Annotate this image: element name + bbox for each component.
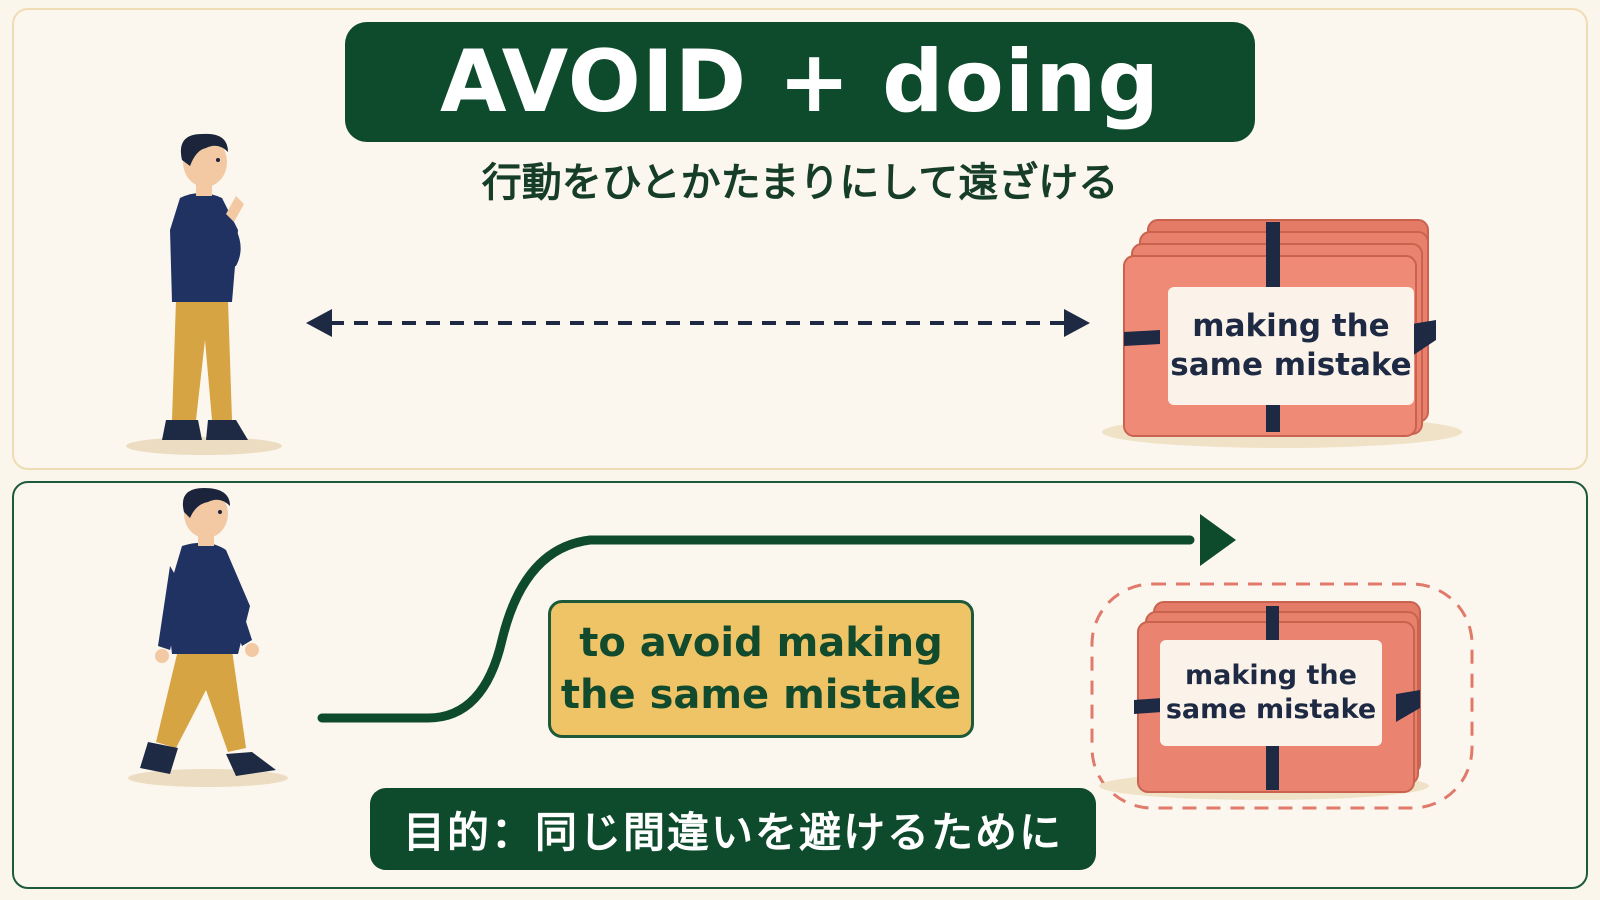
package-label-bottom: making the same mistake xyxy=(1160,640,1382,746)
title: AVOID + doing xyxy=(439,32,1161,132)
subtitle: 行動をひとかたまりにして遠ざける xyxy=(481,160,1119,206)
avoid-path-arrow xyxy=(317,514,1236,723)
package-label-top-line1: making the xyxy=(1192,308,1390,345)
purpose-text: 目的：同じ間違いを避けるために xyxy=(402,807,1063,857)
walking-person-illustration xyxy=(128,488,288,787)
goal-line1: to avoid making xyxy=(579,620,943,666)
package-label-bottom-line1: making the xyxy=(1185,660,1357,692)
title-banner: AVOID + doing xyxy=(345,22,1255,142)
goal-box: to avoid making the same mistake xyxy=(548,600,974,738)
package-label-bottom-line2: same mistake xyxy=(1165,694,1377,725)
package-label-top: making the same mistake xyxy=(1168,287,1414,405)
thinking-person-illustration xyxy=(126,133,282,455)
purpose-banner: 目的：同じ間違いを避けるために xyxy=(370,788,1096,870)
goal-line2: the same mistake xyxy=(560,672,962,718)
distance-arrow xyxy=(306,309,1090,337)
package-label-top-line2: same mistake xyxy=(1170,347,1412,383)
